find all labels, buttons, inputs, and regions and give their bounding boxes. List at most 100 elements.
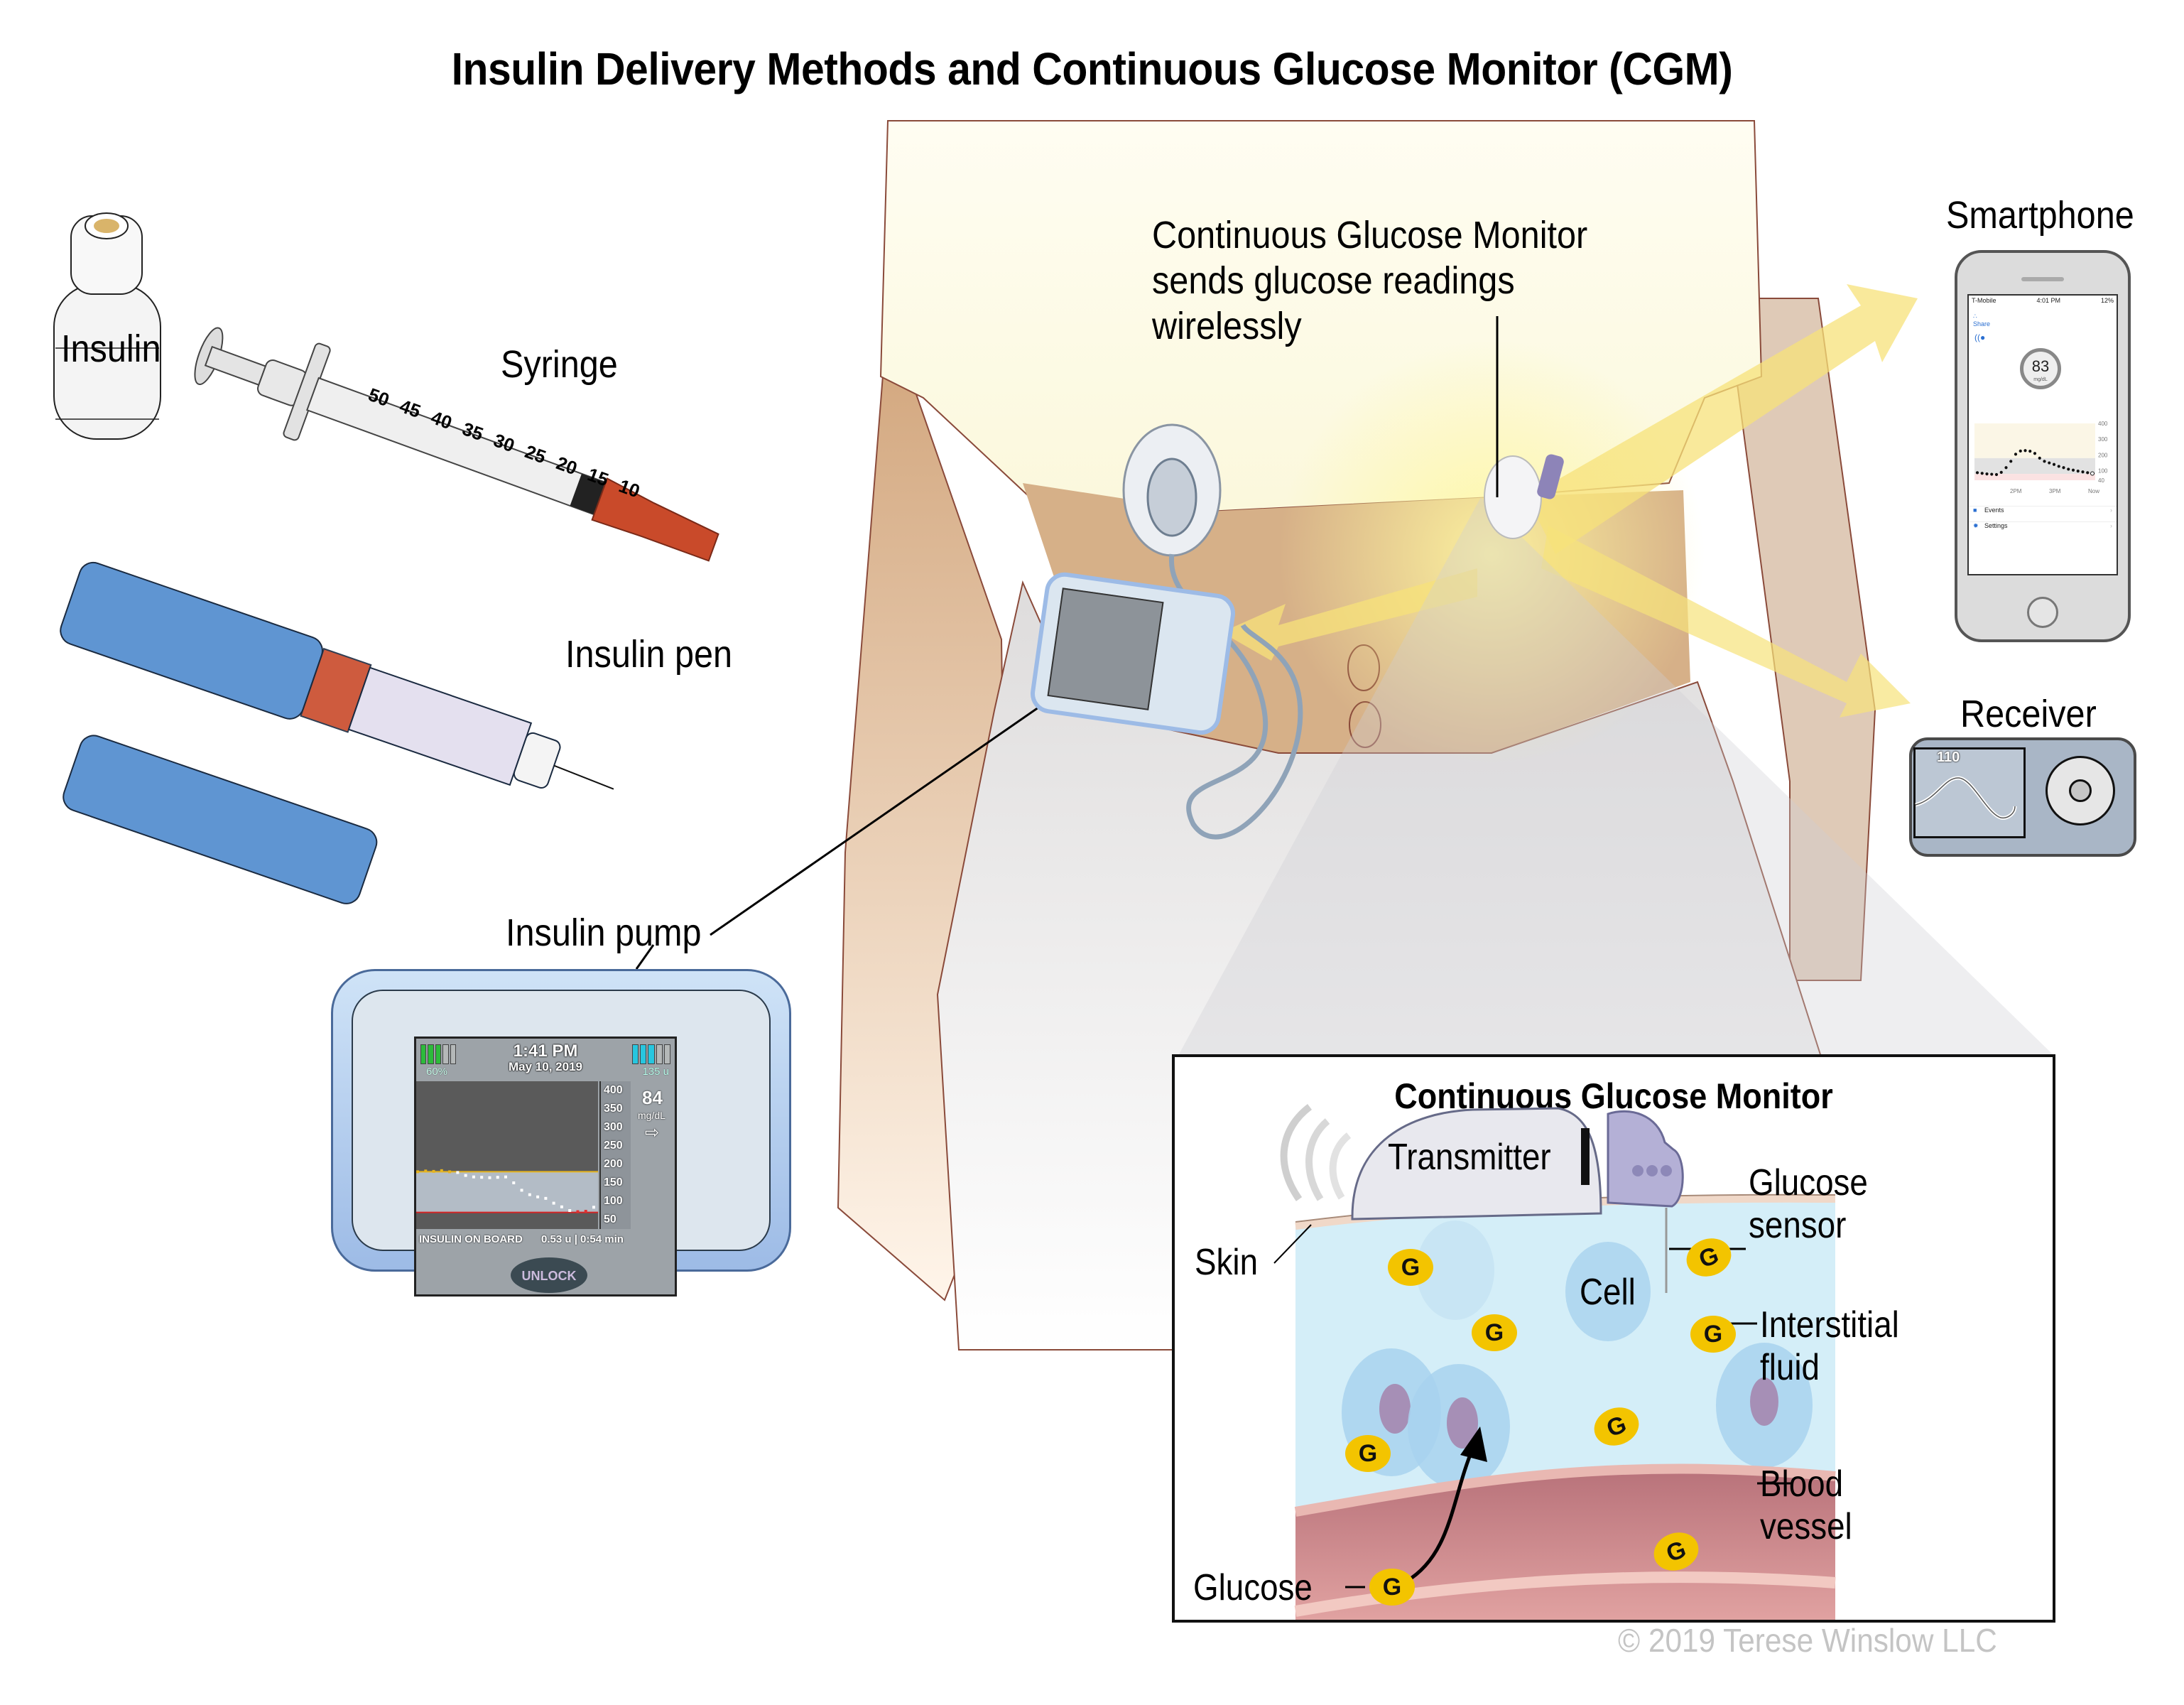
unlock-button[interactable]: UNLOCK	[511, 1257, 587, 1293]
glucose-point	[2081, 470, 2085, 474]
battery-icon	[420, 1044, 457, 1064]
receiver-glucose-value: 110	[1937, 749, 1960, 765]
insulin-pen-label: Insulin pen	[565, 633, 733, 676]
smartphone: T-Mobile 4:01 PM 12% ∴ Share ((● 83 mg/d…	[1955, 250, 2131, 642]
wireless-signal-icon	[1280, 1104, 1313, 1201]
chevron-right-icon: ›	[2110, 507, 2112, 514]
glucose-point	[2086, 471, 2090, 475]
glucose-point	[2033, 452, 2037, 455]
glucose-molecule: G	[1388, 1249, 1433, 1286]
book-icon: ■	[1973, 507, 1977, 514]
pump-tubing	[1169, 553, 1303, 840]
inset-projection	[1179, 497, 2053, 1054]
insulin-pump-label: Insulin pump	[506, 911, 702, 954]
axis-tick: 50	[604, 1213, 616, 1225]
menu-item-settings[interactable]: ✹ Settings ›	[1969, 521, 2117, 529]
glucose-point	[2062, 466, 2065, 470]
glucose-point	[2057, 465, 2060, 468]
axis-tick: 300	[604, 1121, 623, 1133]
glucose-point	[1999, 470, 2003, 474]
glucose-point	[456, 1171, 460, 1174]
glucose-point	[464, 1174, 467, 1177]
glucose-point	[432, 1169, 435, 1173]
glucose-point	[1975, 471, 1979, 475]
glucose-molecule: G	[1369, 1569, 1415, 1606]
glucose-point	[2043, 460, 2046, 463]
glucose-point	[472, 1175, 475, 1179]
glucose-point	[520, 1189, 523, 1192]
target-zone	[1974, 458, 2095, 475]
pump-glucose-unit: mg/dL	[638, 1110, 665, 1121]
blood-vessel-label-2: vessel	[1760, 1506, 1852, 1547]
glucose-point	[544, 1196, 548, 1200]
receiver-graph	[1915, 776, 2017, 820]
glucose-point	[2023, 449, 2027, 453]
glucose-point	[1990, 472, 1994, 476]
signal-glow	[1278, 341, 1705, 767]
insulin-on-board-value: 0.53 u | 0:54 min	[541, 1233, 624, 1245]
signal-arrow-to-receiver	[1541, 526, 1911, 718]
blood-vessel-label-1: Blood	[1760, 1463, 1844, 1505]
carrier: T-Mobile	[1972, 297, 1996, 304]
glucose-point	[2048, 461, 2051, 465]
glucose-point	[2028, 450, 2032, 453]
phone-glucose-value: 83	[2031, 357, 2050, 375]
infusion-set-hub	[1146, 458, 1197, 537]
cgm-sensor-on-body	[1537, 454, 1564, 499]
insulin-on-board-label: INSULIN ON BOARD	[419, 1233, 523, 1245]
cell	[1565, 1242, 1651, 1341]
time-tick: Now	[2088, 488, 2099, 494]
glucose-molecule: G	[1690, 1316, 1736, 1353]
phone-battery: 12%	[2100, 297, 2114, 304]
glucose-point	[568, 1209, 572, 1212]
home-button[interactable]	[2027, 597, 2058, 628]
cell	[1416, 1220, 1494, 1320]
cgm-cross-section	[1273, 1104, 1836, 1620]
axis-tick: 400	[604, 1084, 623, 1096]
receiver-select-button[interactable]	[2069, 779, 2092, 802]
pump-time: 1:41 PM	[513, 1041, 578, 1061]
pump-glucose-graph	[416, 1081, 598, 1229]
share-label: Share	[1973, 320, 1991, 328]
cgm-caption-line-2: sends glucose readings	[1152, 259, 1515, 302]
copyright: © 2019 Terese Winslow LLC	[1618, 1622, 1997, 1659]
glucose-point	[2076, 470, 2080, 473]
interstitial-fluid-label-1: Interstitial	[1760, 1304, 1899, 1346]
axis-tick: 40	[2098, 477, 2104, 484]
glucose-point	[560, 1205, 563, 1208]
share-button[interactable]: ∴ Share	[1973, 313, 1990, 328]
cgm-inset: Continuous Glucose Monitor	[1172, 1054, 2055, 1623]
transmitter-label: Transmitter	[1388, 1137, 1551, 1178]
transmitter	[1351, 1107, 1602, 1220]
interstitial-fluid-label-2: fluid	[1760, 1347, 1820, 1388]
glucose-point	[2090, 471, 2095, 476]
share-icon: ∴	[1973, 313, 1977, 320]
menu-label: Settings	[1984, 522, 2008, 529]
reservoir-units: 135 u	[642, 1066, 669, 1078]
phone-time: 4:01 PM	[2036, 297, 2061, 304]
receiver-navigation-dial[interactable]	[2046, 756, 2115, 826]
glucose-point	[1980, 472, 1984, 475]
arrow-head-icon	[1460, 1427, 1487, 1462]
glucose-sensor-label-2: sensor	[1749, 1205, 1847, 1246]
glucose-point	[2071, 468, 2075, 472]
gear-icon: ✹	[1973, 522, 1979, 529]
syringe	[194, 327, 719, 562]
menu-item-events[interactable]: ■ Events ›	[1969, 506, 2117, 514]
time-tick: 2PM	[2010, 488, 2022, 494]
cell-nucleus	[1750, 1377, 1778, 1426]
phone-speaker	[2021, 277, 2064, 281]
glucose-point	[512, 1181, 516, 1184]
glucose-point	[2019, 449, 2022, 453]
glucose-sensor-label-1: Glucose	[1749, 1162, 1868, 1203]
axis-tick: 100	[604, 1195, 623, 1207]
glucose-point	[440, 1169, 443, 1172]
glucose-point	[584, 1210, 587, 1213]
pump-glucose-value: 84	[642, 1087, 663, 1108]
axis-tick: 250	[604, 1140, 623, 1152]
glucose-point	[552, 1201, 555, 1205]
reservoir-icon	[632, 1044, 671, 1064]
glucose-molecule: G	[1472, 1314, 1517, 1351]
receiver: 110	[1909, 737, 2136, 857]
